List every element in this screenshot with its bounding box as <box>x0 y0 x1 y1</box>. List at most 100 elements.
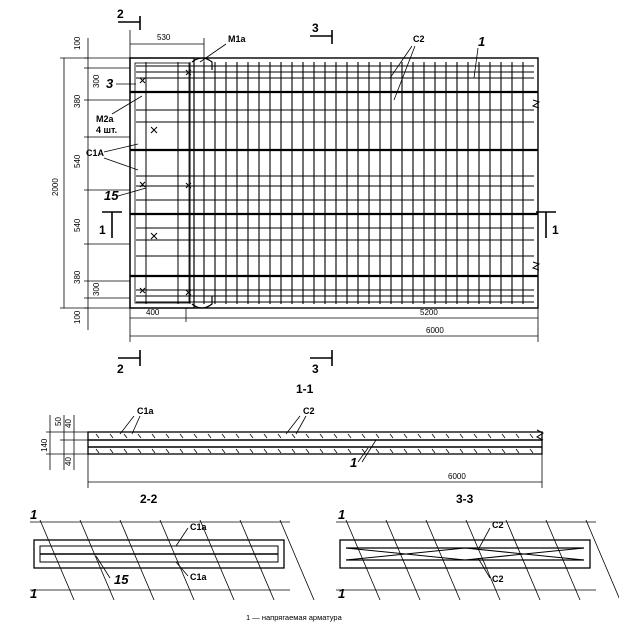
dim-6000-sec11: 6000 <box>448 472 466 481</box>
rebar-line <box>375 433 380 439</box>
label-c2-plan: С2 <box>413 34 425 44</box>
cut-label-3-bottom: 3 <box>312 362 319 376</box>
dim-50: 50 <box>54 417 63 426</box>
dim-40-bottom: 40 <box>64 457 73 466</box>
label-3-plan: 3 <box>106 76 114 91</box>
rebar-line <box>279 519 315 601</box>
left-dim-ticks <box>60 57 130 309</box>
rebar-line <box>193 448 198 454</box>
rebar-line <box>361 433 366 439</box>
rebar-line <box>159 519 195 601</box>
section-1-1: 1-1 140 50 40 40 С1а С2 1 6000 <box>40 382 544 488</box>
end-zone <box>129 57 195 309</box>
dim-380-top: 380 <box>73 94 82 108</box>
rebar-line <box>473 448 478 454</box>
cut-label-1-left: 1 <box>99 223 106 237</box>
section-2-2-title: 2-2 <box>140 492 158 506</box>
rebar-line <box>263 433 268 439</box>
rebar-line <box>389 433 394 439</box>
label-c1a-sec22-bottom: С1а <box>190 572 208 582</box>
rebar-line <box>385 519 421 601</box>
label-1-sec22-top: 1 <box>30 507 37 522</box>
rebar-line <box>179 448 184 454</box>
rebar-line <box>529 433 534 439</box>
rebar-line <box>291 448 296 454</box>
label-m2a: М2а <box>96 114 115 124</box>
rebar-line <box>417 433 422 439</box>
section-2-2-outline <box>33 539 285 569</box>
dim-40-top: 40 <box>64 419 73 428</box>
rebar-line <box>249 448 254 454</box>
rebar-line <box>277 433 282 439</box>
label-c2-sec11: С2 <box>303 406 315 416</box>
rebar-line <box>151 433 156 439</box>
x-markers <box>139 69 192 296</box>
dim-5200: 5200 <box>420 308 438 317</box>
rebar-line <box>119 519 155 601</box>
rebar-line <box>319 433 324 439</box>
section-1-1-title: 1-1 <box>296 382 314 396</box>
rebar-line <box>95 433 100 439</box>
rebar-line <box>221 448 226 454</box>
rebar-line <box>109 433 114 439</box>
label-1-sec11: 1 <box>350 455 357 470</box>
rebar-line <box>529 448 534 454</box>
loop-m1a-bottom <box>191 296 213 309</box>
rebar-line <box>501 448 506 454</box>
rebar-line <box>193 433 198 439</box>
section-1-1-bars <box>95 433 534 454</box>
rebar-line <box>249 433 254 439</box>
label-c1a-sec11: С1а <box>137 406 155 416</box>
rebar-line <box>207 448 212 454</box>
dim-6000-plan: 6000 <box>426 326 444 335</box>
rebar-line <box>459 448 464 454</box>
section-2-2-lines <box>30 519 315 601</box>
rebar-line <box>431 433 436 439</box>
break-mark-top <box>531 99 541 109</box>
rebar-line <box>179 433 184 439</box>
rebar-line <box>403 448 408 454</box>
dim-100-top: 100 <box>73 36 82 50</box>
rebar-line <box>235 448 240 454</box>
section-3-3-truss <box>345 547 585 561</box>
dim-540-bottom: 540 <box>73 218 82 232</box>
tendons <box>130 90 538 278</box>
plan-view: 100 300 380 540 2000 540 380 300 100 530… <box>51 7 559 376</box>
mesh-vertical-bars <box>145 62 524 304</box>
rebar-line <box>305 448 310 454</box>
dim-2000: 2000 <box>51 178 60 196</box>
rebar-line <box>403 433 408 439</box>
rebar-line <box>199 519 235 601</box>
section-2-2: 2-2 1 1 С1а С1а 15 <box>30 492 315 601</box>
rebar-line <box>347 448 352 454</box>
cut-label-2-bottom: 2 <box>117 362 124 376</box>
label-m1a: М1а <box>228 34 247 44</box>
rebar-line <box>345 519 381 601</box>
cut-label-1-right: 1 <box>552 223 559 237</box>
dim-380-bottom: 380 <box>73 270 82 284</box>
loop-m1a-top <box>191 57 213 70</box>
rebar-line <box>39 519 75 601</box>
rebar-line <box>109 448 114 454</box>
rebar-line <box>123 433 128 439</box>
rebar-line <box>95 448 100 454</box>
section-1-1-break <box>536 429 544 441</box>
mesh-horizontal-bars <box>136 65 534 303</box>
label-1-sec33-top: 1 <box>338 507 345 522</box>
label-1-sec22-bottom: 1 <box>30 586 37 601</box>
dim-300-top: 300 <box>92 74 101 88</box>
slab-outline <box>129 57 539 309</box>
dim-540-top: 540 <box>73 154 82 168</box>
rebar-line <box>137 433 142 439</box>
cut-label-3-top: 3 <box>312 21 319 35</box>
rebar-line <box>333 433 338 439</box>
rebar-line <box>375 448 380 454</box>
rebar-line <box>487 448 492 454</box>
rebar-line <box>417 448 422 454</box>
rebar-line <box>545 519 581 601</box>
dim-100-bottom: 100 <box>73 310 82 324</box>
label-c2-sec33-top: С2 <box>492 520 504 530</box>
rebar-line <box>501 433 506 439</box>
rebar-line <box>319 448 324 454</box>
label-c1a-sec22-top: С1а <box>190 522 208 532</box>
